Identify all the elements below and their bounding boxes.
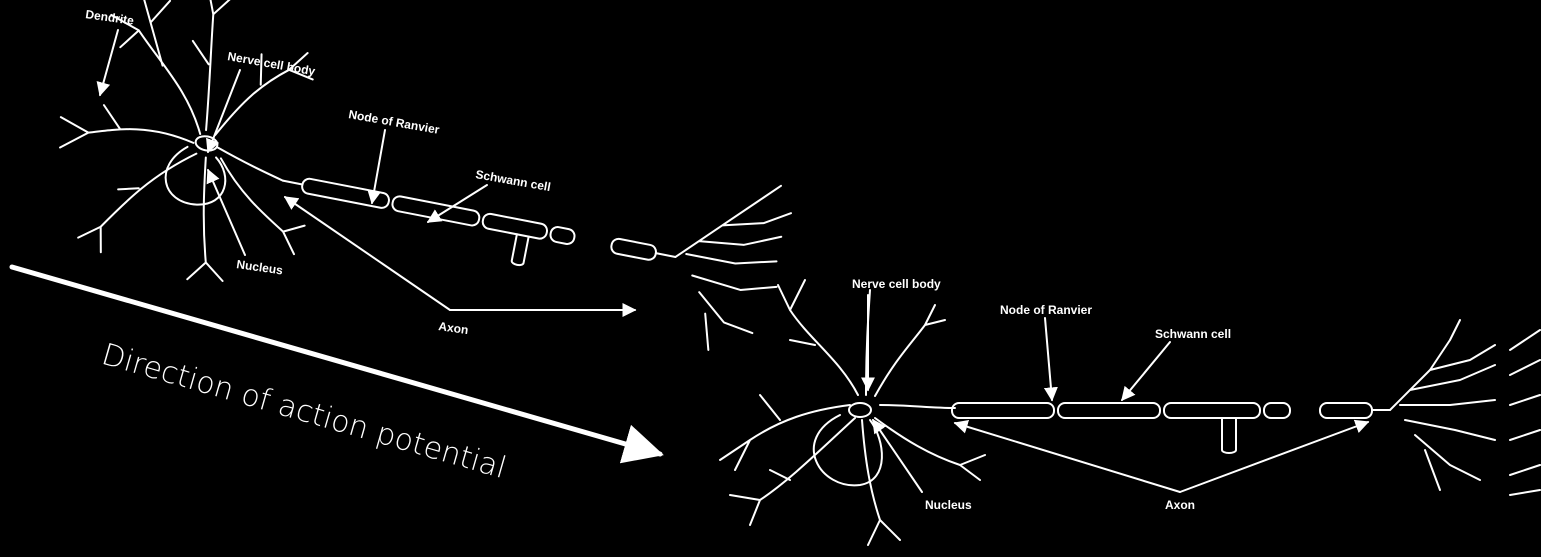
label-axon-bottom: Axon: [1165, 498, 1195, 512]
label-node-of-ranvier-top: Node of Ranvier: [347, 107, 440, 137]
label-schwann-cell-top: Schwann cell: [474, 167, 551, 194]
neuron-bottom-axon-terminal: [1390, 320, 1540, 495]
direction-caption: Direction of action potential: [98, 337, 510, 486]
label-schwann-cell-bottom: Schwann cell: [1155, 327, 1231, 341]
neuron-bottom: Nerve cell body Node of Ranvier Schwann …: [720, 277, 1540, 545]
neuron-top: Dendrite Nerve cell body Node of Ranvier…: [35, 0, 812, 390]
label-nucleus-top: Nucleus: [236, 257, 284, 277]
neuron-bottom-axon: [952, 403, 1390, 453]
label-dendrite-top: Dendrite: [85, 7, 135, 28]
label-axon-top: Axon: [438, 319, 470, 337]
neuron-bottom-nucleus-shape: [849, 403, 871, 417]
neuron-top-drawing: [35, 0, 812, 390]
neuron-top-nucleus-shape: [194, 134, 218, 152]
label-nucleus-bottom: Nucleus: [925, 498, 972, 512]
neuron-top-dendrites: [35, 0, 346, 299]
neuron-bottom-callouts: [868, 295, 1368, 492]
neuron-top-axon-terminal: [659, 169, 795, 361]
label-nerve-cell-body-bottom: Nerve cell body: [852, 277, 941, 291]
neuron-top-callouts: [100, 30, 635, 310]
label-node-of-ranvier-bottom: Node of Ranvier: [1000, 303, 1092, 317]
label-nerve-cell-body-top: Nerve cell body: [226, 49, 316, 78]
